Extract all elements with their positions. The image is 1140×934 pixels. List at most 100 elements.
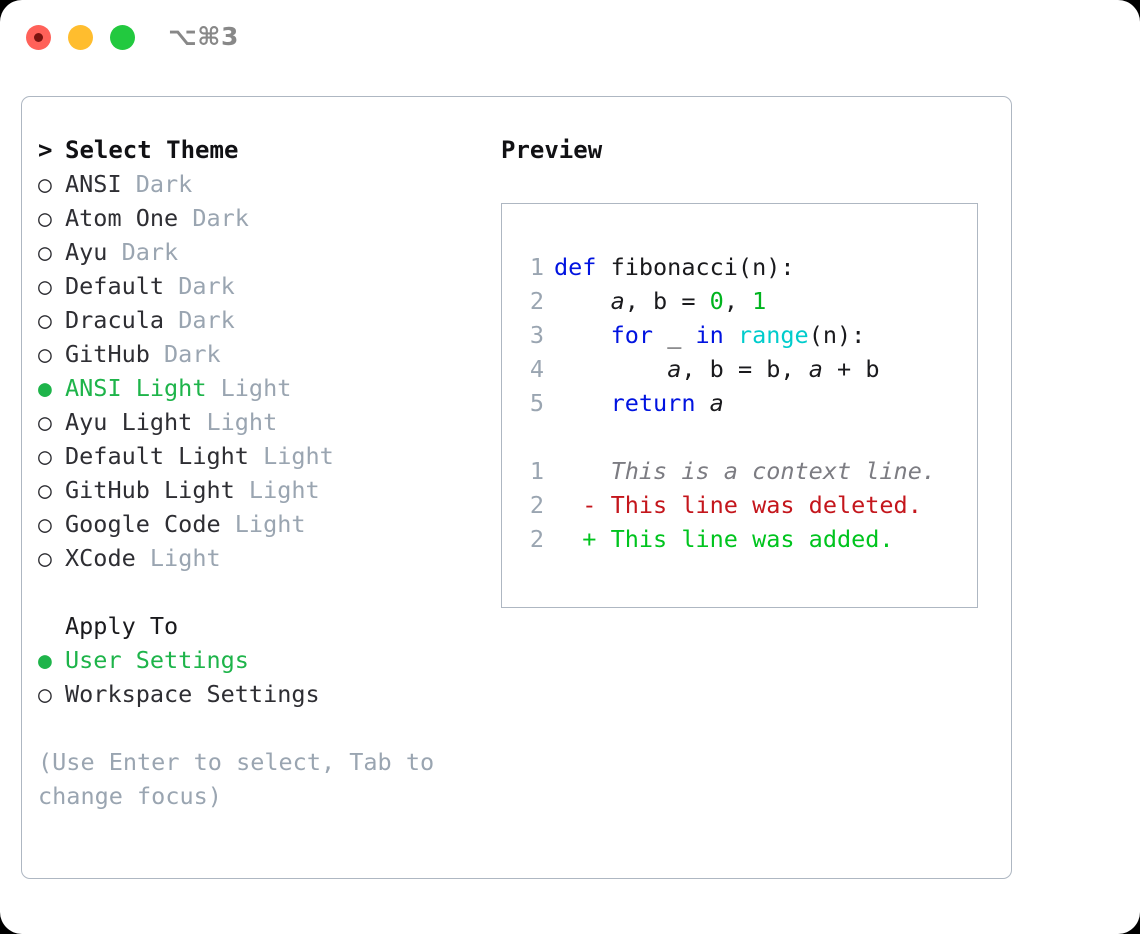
radio-selected-icon[interactable]: ● xyxy=(38,376,52,402)
theme-item-kind: Dark xyxy=(164,306,235,334)
code-token: , xyxy=(723,287,753,315)
keyboard-shortcut-label: ⌥⌘3 xyxy=(168,22,239,51)
theme-item-kind: Dark xyxy=(178,204,249,232)
code-token: a xyxy=(808,355,823,383)
caret-icon: > xyxy=(38,136,53,164)
code-token xyxy=(554,389,611,417)
code-line: 2 a, b = 0, 1 xyxy=(516,284,971,318)
radio-unselected-icon[interactable]: ○ xyxy=(38,512,52,538)
diff-line: 2 + This line was added. xyxy=(516,522,971,556)
theme-item-kind: Light xyxy=(206,374,292,402)
code-token: def xyxy=(554,253,611,281)
code-token: a xyxy=(709,389,724,417)
code-token xyxy=(554,355,667,383)
code-token: b xyxy=(709,355,724,383)
radio-unselected-icon[interactable]: ○ xyxy=(38,172,52,198)
theme-item[interactable]: ● ANSI Light Light xyxy=(38,371,488,405)
theme-picker-column: >Select Theme ○ANSI Dark○Atom One Dark○A… xyxy=(38,133,488,813)
apply-to-item[interactable]: ●User Settings xyxy=(38,643,488,677)
theme-item[interactable]: ○ Dracula Dark xyxy=(38,303,488,337)
theme-item-name: ANSI Light xyxy=(65,374,207,402)
theme-item[interactable]: ○XCode Light xyxy=(38,541,488,575)
close-button[interactable] xyxy=(26,25,51,50)
radio-unselected-icon[interactable]: ○ xyxy=(38,240,52,266)
theme-item-name: Atom One xyxy=(65,204,179,232)
radio-unselected-icon[interactable]: ○ xyxy=(38,308,52,334)
theme-item-name: Default xyxy=(65,272,165,300)
code-token: = xyxy=(667,287,710,315)
code-line-number: 4 xyxy=(529,355,544,383)
diff-line-number: 2 xyxy=(529,491,544,519)
preview-title: Preview xyxy=(501,136,603,164)
code-token: b xyxy=(653,287,668,315)
radio-unselected-icon[interactable]: ○ xyxy=(38,478,52,504)
theme-item-name: Ayu xyxy=(65,238,108,266)
code-line-number: 5 xyxy=(529,389,544,417)
theme-item[interactable]: ○Ayu Light Light xyxy=(38,405,488,439)
code-token: = xyxy=(723,355,767,383)
theme-item-name: Dracula xyxy=(65,306,165,334)
list-spacer xyxy=(38,575,488,609)
theme-item[interactable]: ○Google Code Light xyxy=(38,507,488,541)
theme-item[interactable]: ○Ayu Dark xyxy=(38,235,488,269)
apply-to-item[interactable]: ○ Workspace Settings xyxy=(38,677,488,711)
code-line-number: 1 xyxy=(529,253,544,281)
page-title: Select Theme xyxy=(65,136,239,164)
code-token: _ xyxy=(653,321,696,349)
theme-item[interactable]: ○ GitHub Dark xyxy=(38,337,488,371)
code-token: for xyxy=(610,321,654,349)
code-token: , xyxy=(681,355,710,383)
theme-item[interactable]: ○Default Light Light xyxy=(38,439,488,473)
theme-item-kind: Light xyxy=(220,510,306,538)
radio-unselected-icon[interactable]: ○ xyxy=(38,410,52,436)
code-line: 5 return a xyxy=(516,386,971,420)
diff-line: 2 - This line was deleted. xyxy=(516,488,971,522)
code-line-number: 2 xyxy=(529,287,544,315)
radio-unselected-icon[interactable]: ○ xyxy=(38,206,52,232)
code-line: 3 for _ in range(n): xyxy=(516,318,971,352)
theme-item-kind: Dark xyxy=(149,340,221,368)
code-token xyxy=(554,287,611,315)
diff-line-text: - This line was deleted. xyxy=(554,491,922,519)
radio-selected-icon[interactable]: ● xyxy=(38,648,52,674)
theme-item-kind: Light xyxy=(192,408,278,436)
code-token xyxy=(554,321,611,349)
code-token: return xyxy=(610,389,696,417)
radio-unselected-icon[interactable]: ○ xyxy=(38,274,52,300)
maximize-button[interactable] xyxy=(110,25,135,50)
minimize-button[interactable] xyxy=(68,25,93,50)
code-token: range xyxy=(737,321,809,349)
radio-unselected-icon[interactable]: ○ xyxy=(38,342,52,368)
radio-unselected-icon[interactable]: ○ xyxy=(38,546,52,572)
theme-item-kind: Light xyxy=(234,476,320,504)
code-token: b xyxy=(865,355,880,383)
code-token: a xyxy=(667,355,682,383)
diff-line-number: 2 xyxy=(529,525,544,553)
theme-item[interactable]: ○ Atom One Dark xyxy=(38,201,488,235)
title-bar: ⌥⌘3 xyxy=(0,0,1140,78)
theme-picker-heading: > Select Theme xyxy=(38,133,488,167)
code-token: , xyxy=(624,287,654,315)
hint-spacer xyxy=(38,711,488,745)
diff-line-number: 1 xyxy=(529,457,544,485)
window-controls xyxy=(26,25,135,50)
theme-item[interactable]: ○Default Dark xyxy=(38,269,488,303)
apply-to-item-name: Workspace Settings xyxy=(65,680,320,708)
code-line: 4 a, b = b, a + b xyxy=(516,352,971,386)
code-token: 0 xyxy=(709,287,724,315)
theme-item[interactable]: ○ GitHub Light Light xyxy=(38,473,488,507)
code-token: fibonacci(n): xyxy=(610,253,795,281)
radio-unselected-icon[interactable]: ○ xyxy=(38,682,52,708)
diff-sample: 1 This is a context line.2 - This line w… xyxy=(516,454,971,556)
theme-item-name: GitHub Light xyxy=(65,476,235,504)
radio-unselected-icon[interactable]: ○ xyxy=(38,444,52,470)
apply-to-heading: Apply To xyxy=(38,609,488,643)
theme-item-name: GitHub xyxy=(65,340,150,368)
code-token: + xyxy=(822,355,866,383)
theme-item[interactable]: ○ANSI Dark xyxy=(38,167,488,201)
code-token: in xyxy=(695,321,724,349)
